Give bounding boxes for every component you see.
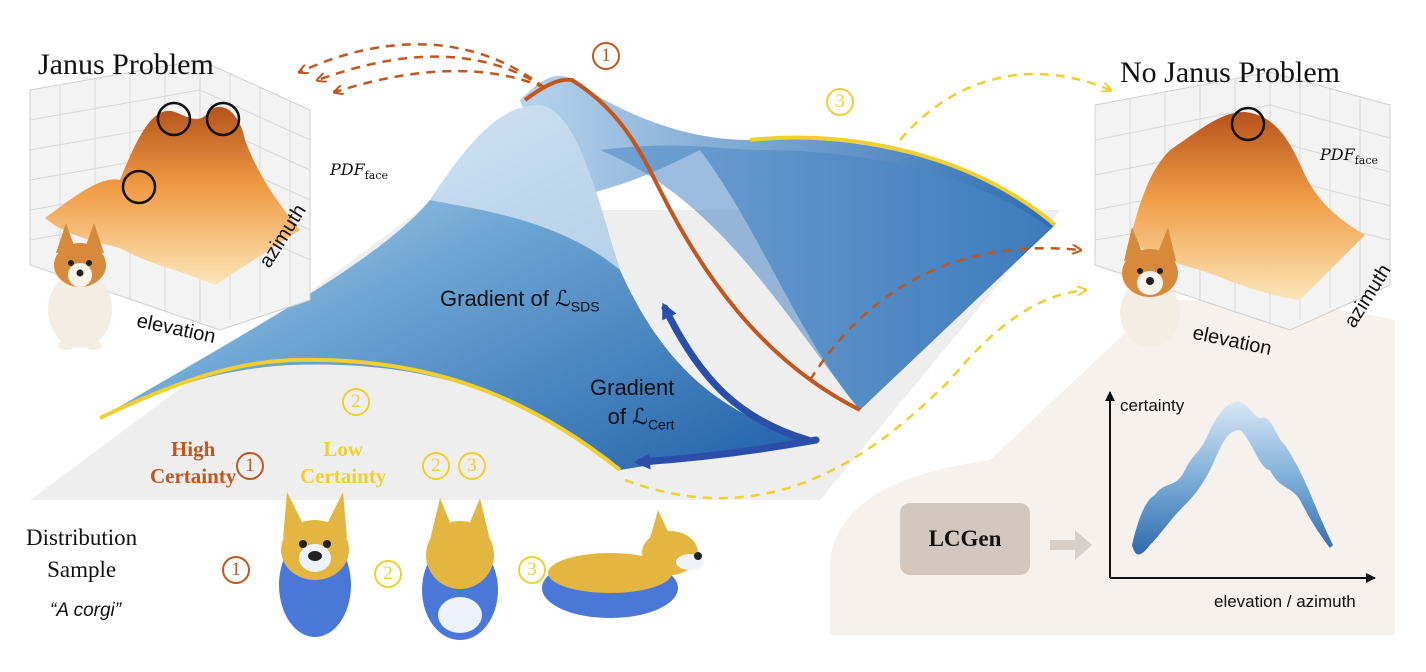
low-certainty-path-front <box>99 357 622 472</box>
badge-three-ridge: 3 <box>826 88 854 116</box>
dashed-arrow-janus-1 <box>300 43 546 89</box>
gradient-cert-label: Gradient of ℒCert <box>590 374 674 433</box>
pdf-label-right: PDFface <box>1320 145 1378 167</box>
corgi-icon <box>1120 227 1180 347</box>
prompt-text: “A corgi” <box>50 600 122 621</box>
high-certainty-line1: High <box>170 437 216 461</box>
distribution-line1: Distribution <box>26 525 138 550</box>
badge-one-peak: 1 <box>592 42 620 70</box>
pdf-main: PDF <box>330 160 365 179</box>
corgi-icon <box>542 510 704 618</box>
low-certainty-path-back <box>749 135 1057 227</box>
corgi-icon <box>422 498 498 640</box>
gradient-sds-prefix: Gradient of ℒ <box>440 286 571 311</box>
dashed-arrow-nojanus-yellow-top <box>899 72 1110 141</box>
circle-marker-icon <box>156 101 192 137</box>
gradient-cert-line1: Gradient <box>590 375 675 400</box>
badge-two-sample: 2 <box>374 560 402 588</box>
low-certainty-line1: Low <box>323 437 363 461</box>
lcgen-box: LCGen <box>900 503 1030 575</box>
badge-three-sample: 3 <box>518 556 546 584</box>
certainty-axis-label: certainty <box>1120 396 1185 415</box>
front-surface-highlight <box>430 105 620 270</box>
gradient-sds-arrow <box>661 302 812 444</box>
pdf-sub: face <box>364 169 389 183</box>
janus-plot <box>29 59 311 331</box>
front-surface <box>100 105 815 470</box>
high-certainty-path <box>523 77 861 412</box>
badge-two-low: 2 <box>422 452 450 480</box>
gradient-cert-line2: of ℒCert <box>590 403 675 434</box>
dashed-arrow-nojanus-orange <box>808 248 1080 381</box>
badge-one-sample: 1 <box>222 556 250 584</box>
dashed-arrow-janus-2 <box>318 55 546 90</box>
circle-marker-icon <box>205 101 241 137</box>
gradient-cert-prefix: of ℒ <box>607 403 648 429</box>
pdf-sub: face <box>1354 154 1379 168</box>
corgi-icon <box>48 223 112 350</box>
high-certainty-line2: Certainty <box>150 464 237 489</box>
badge-one-high: 1 <box>236 452 264 480</box>
elevation-azimuth-axis-label: elevation / azimuth <box>1214 592 1356 611</box>
badge-three-low: 3 <box>458 452 486 480</box>
pdf-label-left: PDFface <box>330 160 388 182</box>
no-janus-title: No Janus Problem <box>1120 56 1340 89</box>
no-janus-pdf-surface <box>1130 112 1365 300</box>
certainty-curve <box>1132 401 1333 555</box>
distribution-sample-label: Distribution Sample <box>26 522 137 586</box>
back-surface-shade <box>600 145 1050 411</box>
certainty-chart <box>1050 391 1376 583</box>
gradient-sds-sub: SDS <box>570 298 600 315</box>
gradient-sds-label: Gradient of ℒSDS <box>440 285 600 316</box>
janus-title: Janus Problem <box>38 48 214 81</box>
high-certainty-label: High Certainty <box>150 436 236 491</box>
circle-marker-icon <box>121 169 157 205</box>
lcgen-arrow <box>1050 530 1092 560</box>
gradient-cert-arrow <box>634 436 820 470</box>
pdf-main: PDF <box>1320 145 1355 164</box>
distribution-line2: Sample <box>47 557 117 583</box>
low-certainty-label: Low Certainty <box>300 436 386 491</box>
dashed-arrow-janus-3 <box>335 69 546 92</box>
lcgen-label: LCGen <box>928 526 1002 551</box>
corgi-icon <box>279 492 351 637</box>
janus-pdf-surface <box>45 106 300 285</box>
circle-marker-icon <box>1230 106 1266 142</box>
badge-two-valley: 2 <box>342 388 370 416</box>
dashed-arrow-nojanus-yellow-bottom <box>624 290 1085 500</box>
low-certainty-line2: Certainty <box>300 464 387 489</box>
gradient-cert-sub: Cert <box>647 415 675 432</box>
